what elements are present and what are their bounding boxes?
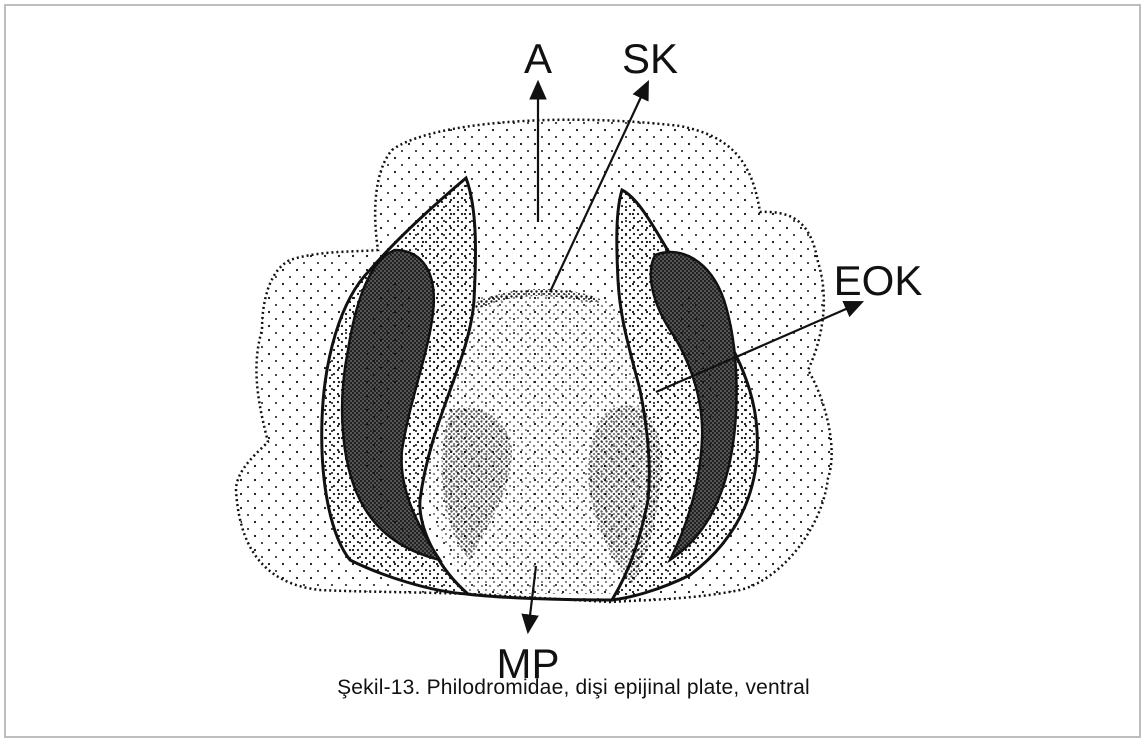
label-eok: EOK [834, 257, 923, 304]
epigynum-illustration: A SK EOK MP [0, 0, 1147, 690]
label-sk: SK [622, 35, 678, 82]
label-a: A [524, 35, 552, 82]
figure-caption: Şekil-13. Philodromidae, dişi epijinal p… [0, 676, 1147, 700]
